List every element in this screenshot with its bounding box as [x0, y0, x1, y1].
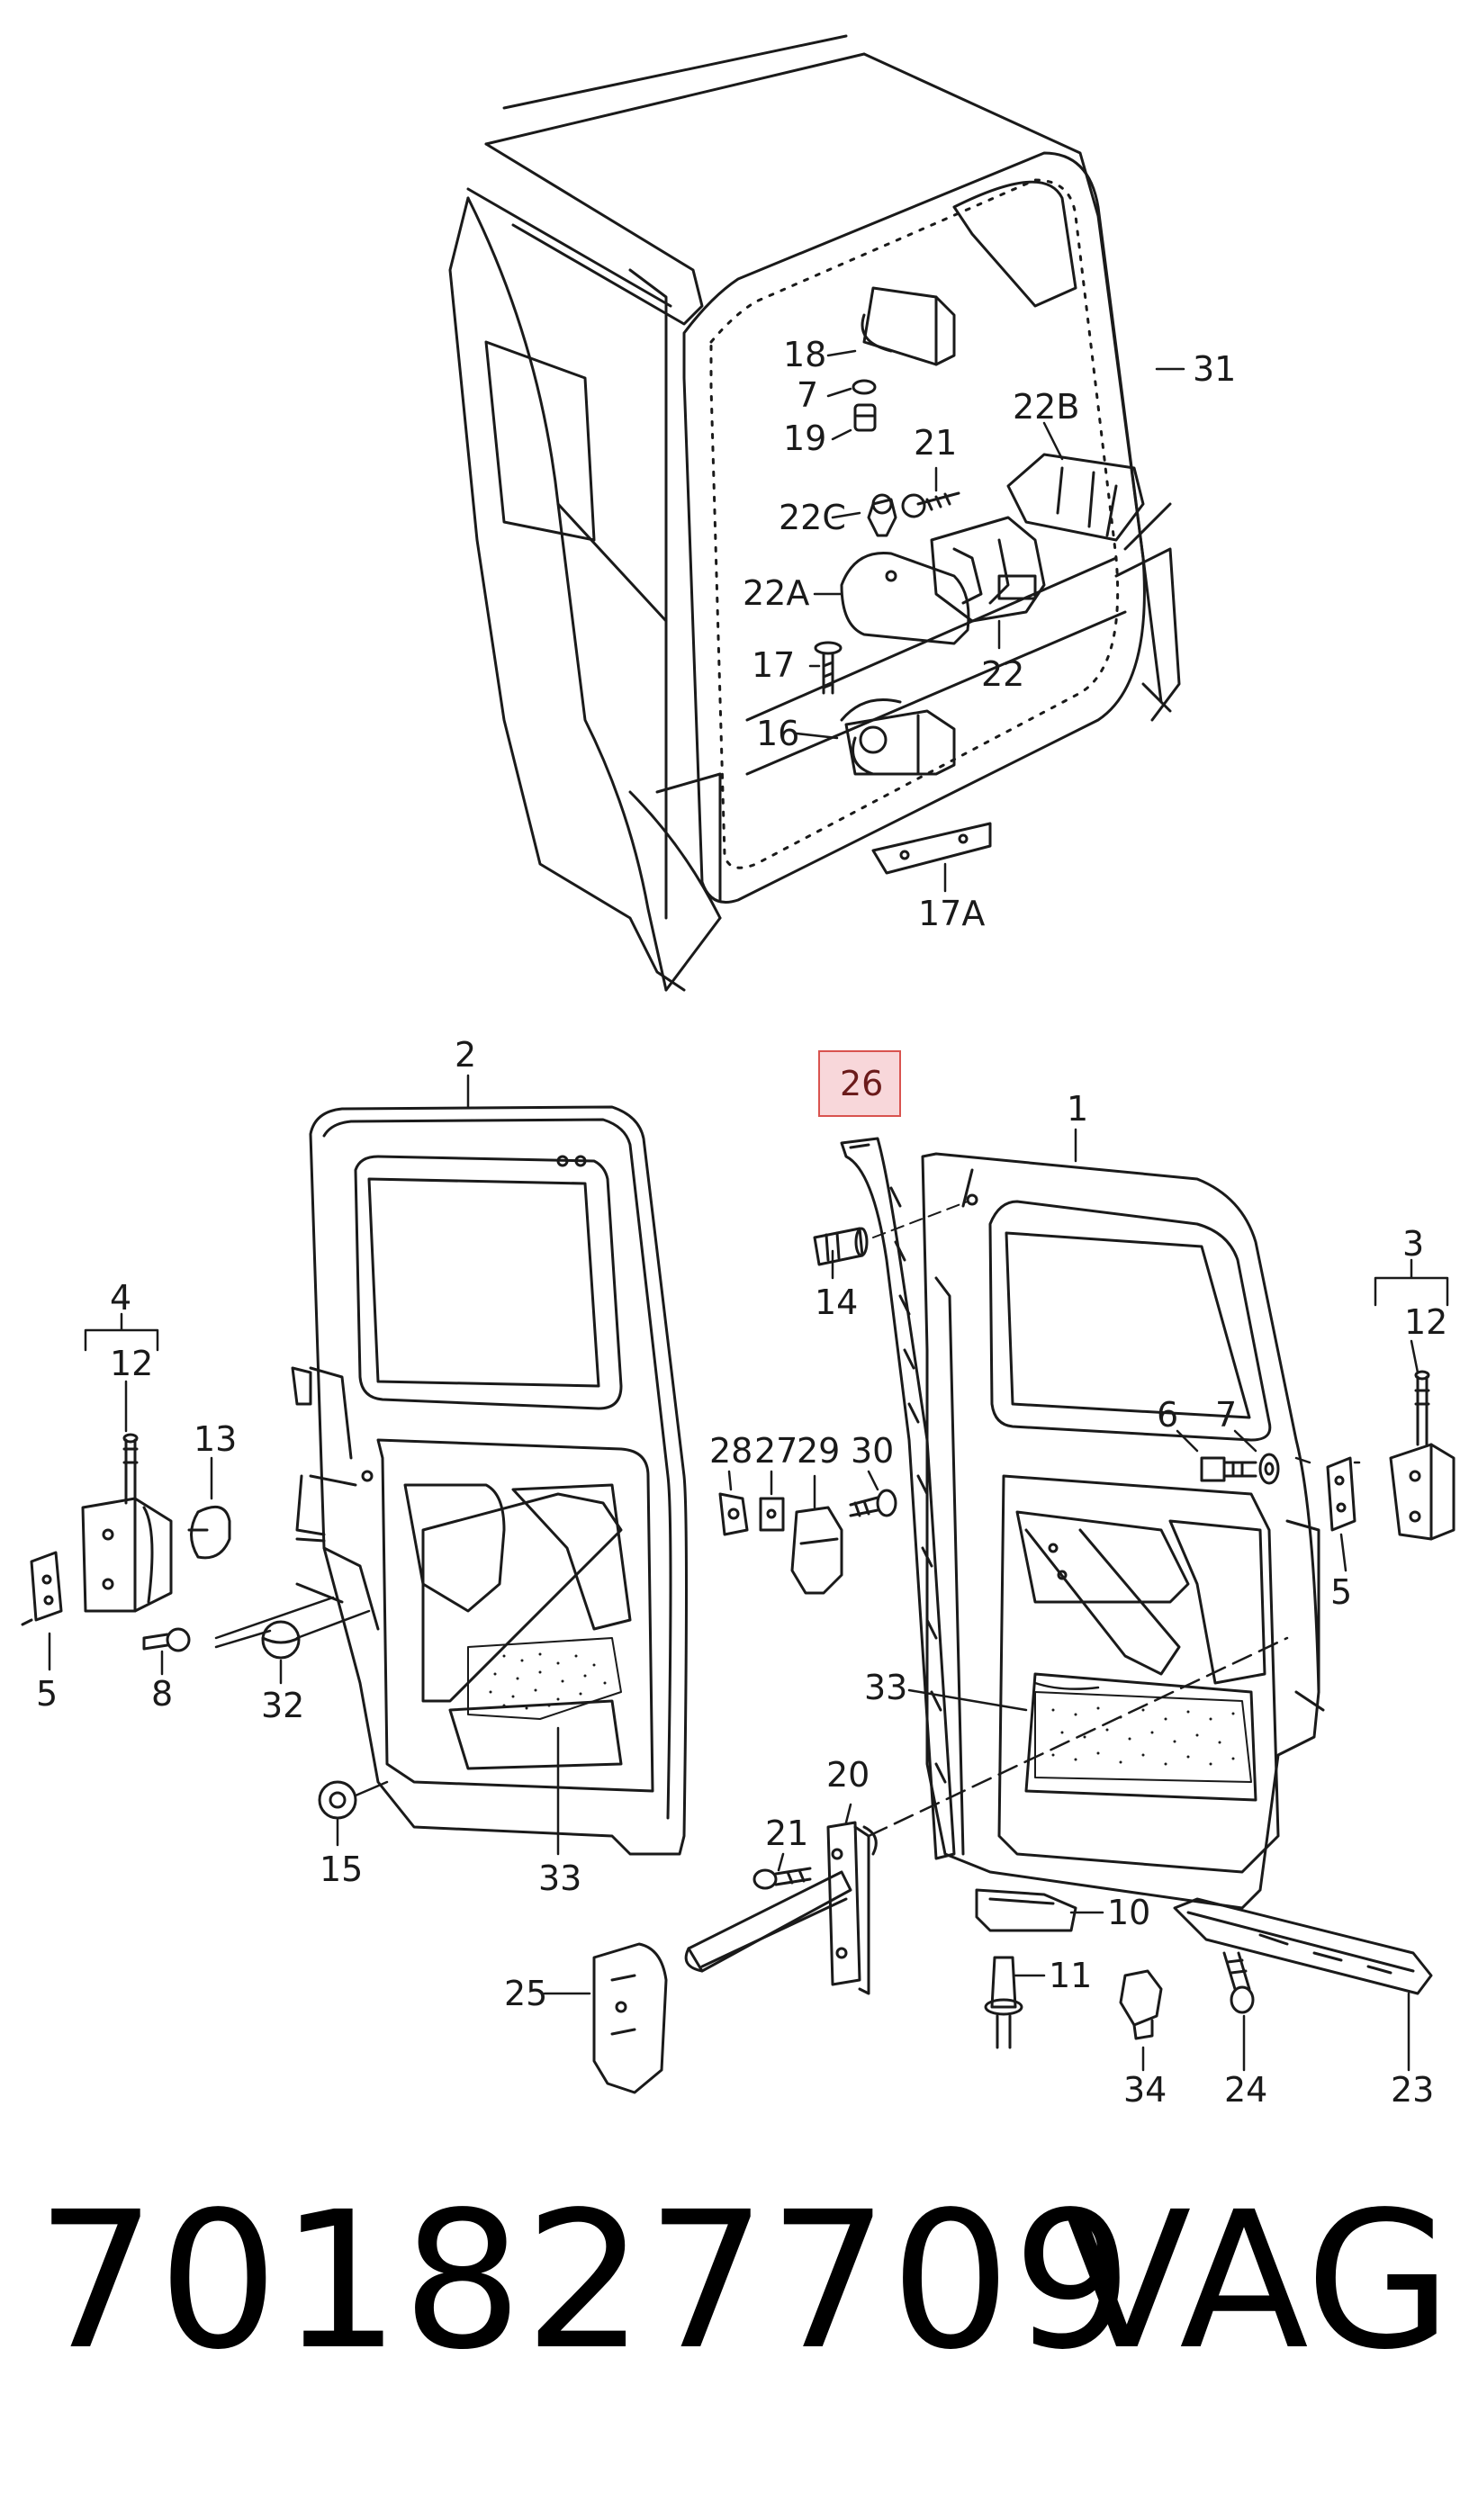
callout-25: 25: [504, 1974, 547, 2013]
callout-17: 17: [752, 645, 795, 685]
leader-lines-upper: [795, 349, 1185, 893]
footer: 701827709 VAG: [0, 2178, 1469, 2448]
callout-23: 23: [1391, 2070, 1434, 2110]
callout-26: 26: [840, 1064, 883, 1103]
callout-16: 16: [756, 714, 799, 753]
clip-27: [759, 1497, 785, 1532]
callout-14: 14: [815, 1282, 858, 1322]
callout-34: 34: [1123, 2070, 1167, 2110]
bolt-6: [1200, 1456, 1257, 1482]
bolt-19: [853, 403, 877, 432]
callout-33: 33: [864, 1668, 907, 1707]
exploded-view-drawing: 31 18 7 19 21 22B 22C 22A 17 22 16 17A 2…: [21, 34, 1455, 2110]
callout-21: 21: [914, 423, 957, 463]
screw-17: [814, 641, 843, 695]
callout-22C: 22C: [779, 498, 846, 537]
rear-door-1: [921, 1152, 1325, 1910]
nut-34: [1119, 1969, 1163, 2040]
callout-20: 20: [826, 1755, 870, 1795]
callout-7: 7: [1215, 1395, 1237, 1435]
callout-11: 11: [1049, 1956, 1092, 1995]
guide-10: [975, 1888, 1077, 1932]
clip-28: [718, 1492, 749, 1536]
washer-7-upper: [852, 379, 877, 395]
screw-30: [849, 1489, 897, 1517]
callout-31: 31: [1193, 349, 1236, 389]
striker-bracket-22B: [1006, 453, 1145, 542]
bracket-5-left: [21, 1551, 63, 1626]
callout-13: 13: [194, 1419, 237, 1459]
clip-29: [790, 1506, 843, 1595]
callout-5: 5: [1330, 1572, 1352, 1612]
rear-door-2: [291, 1105, 688, 1856]
callout-32: 32: [261, 1686, 304, 1725]
screw-21-lower: [753, 1867, 812, 1890]
bolt-8: [142, 1627, 191, 1652]
callout-8: 8: [151, 1674, 173, 1714]
upper-check-strap: [861, 286, 956, 366]
check-arm-20: [684, 1821, 878, 1995]
clip-22C: [867, 493, 897, 537]
callout-22A: 22A: [743, 573, 809, 613]
callout-7: 7: [797, 375, 818, 415]
callout-10: 10: [1107, 1893, 1150, 1932]
bolt-21-upper: [901, 491, 960, 518]
sound-pad-33-right: [1034, 1691, 1252, 1783]
washer-7-lower: [1258, 1453, 1280, 1485]
callout-33: 33: [538, 1858, 581, 1898]
lock-striker-22: [930, 516, 1046, 623]
step-trim-23: [1173, 1897, 1433, 1995]
callout-6: 6: [1157, 1395, 1178, 1435]
callout-18: 18: [783, 335, 826, 374]
seal-strip-26: [840, 1137, 956, 1860]
callout-12: 12: [110, 1344, 153, 1383]
callout-22B: 22B: [1013, 387, 1079, 427]
callout-3: 3: [1402, 1224, 1424, 1264]
pin-14: [813, 1193, 978, 1266]
highlight-box-26: [818, 1050, 901, 1117]
bolt-11: [984, 1956, 1023, 2049]
callout-24: 24: [1224, 2070, 1267, 2110]
sound-pad-33-left: [467, 1637, 622, 1720]
callout-4: 4: [110, 1278, 131, 1318]
bracket-5-right: [1326, 1456, 1356, 1532]
screw-24: [1222, 1951, 1255, 2014]
leader-lines-lower: [48, 1074, 1449, 2072]
callout-17A: 17A: [918, 894, 985, 933]
callout-28: 28: [709, 1431, 753, 1471]
callout-30: 30: [851, 1431, 894, 1471]
hinge-assembly-3: [1389, 1370, 1455, 1541]
callout-5: 5: [36, 1674, 58, 1714]
vehicle-rear-body: [448, 34, 1181, 992]
callout-15: 15: [320, 1850, 363, 1889]
callout-27: 27: [754, 1431, 798, 1471]
grommet-32: [261, 1620, 301, 1660]
cap-13: [187, 1505, 231, 1560]
callout-2: 2: [455, 1035, 476, 1075]
hinge-assembly-4: [81, 1433, 173, 1613]
callout-21: 21: [765, 1814, 808, 1853]
assembly-lines-lower: [214, 1456, 1361, 1838]
callout-19: 19: [783, 418, 826, 458]
cover-25: [592, 1942, 668, 2094]
door-opening-frame: [682, 151, 1146, 904]
callout-1: 1: [1067, 1089, 1088, 1129]
plate-17A: [871, 822, 992, 875]
callout-12: 12: [1404, 1302, 1447, 1342]
lower-hinge-16: [840, 698, 956, 776]
buffer-15: [318, 1780, 357, 1820]
callout-29: 29: [797, 1431, 840, 1471]
part-number: 701827709: [36, 2171, 1135, 2391]
brand-name: VAG: [1062, 2171, 1452, 2391]
callout-22: 22: [981, 654, 1024, 694]
